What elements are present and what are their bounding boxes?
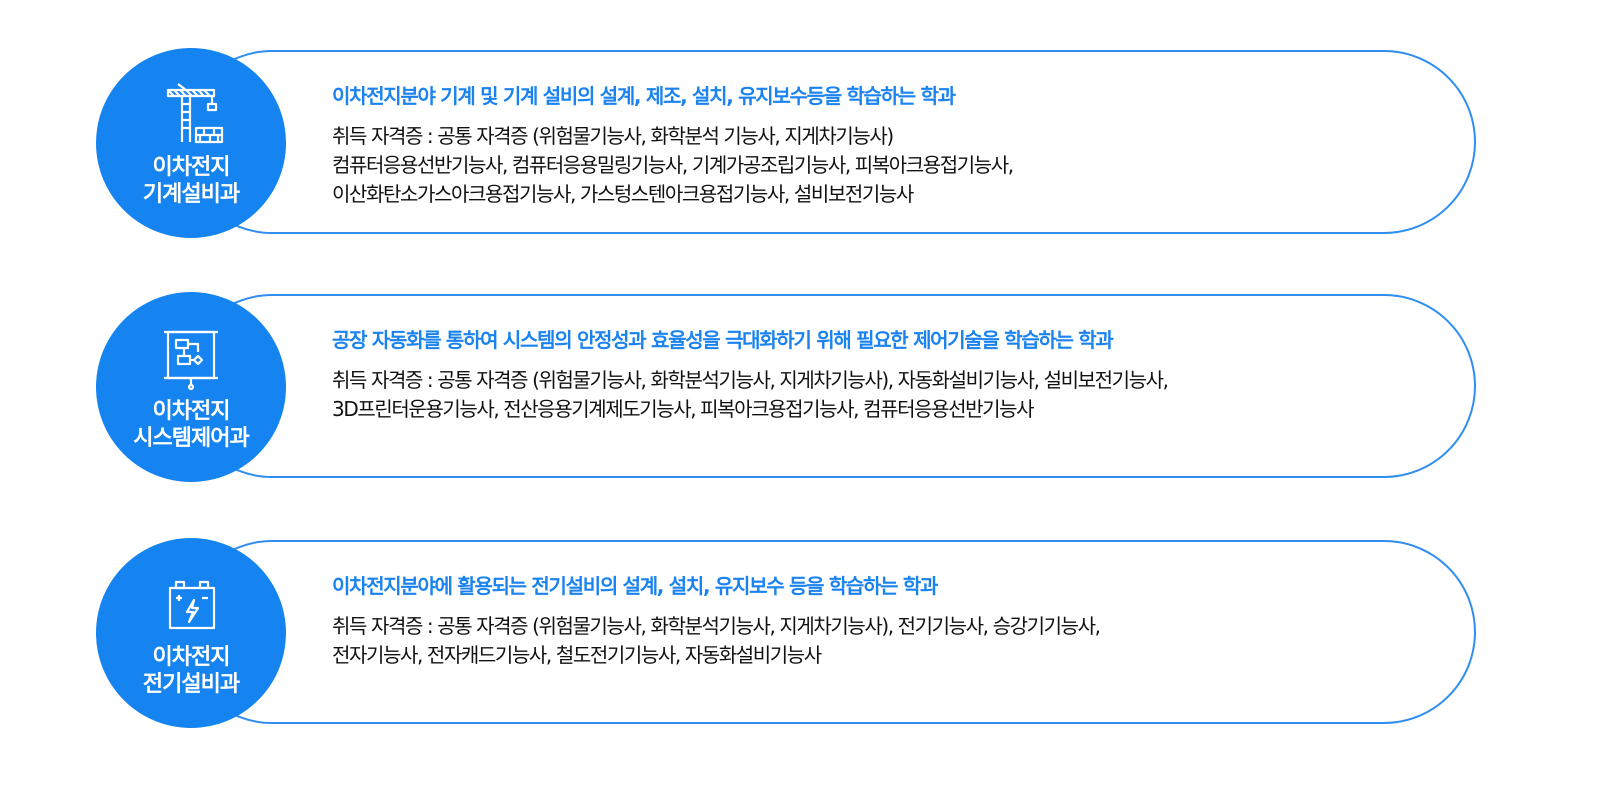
certification-line: 컴퓨터응용선반기능사, 컴퓨터응용밀링기능사, 기계가공조립기능사, 피복아크용… bbox=[332, 153, 1014, 177]
certification-line: 전자기능사, 전자캐드기능사, 철도전기기능사, 자동화설비기능사 bbox=[332, 643, 822, 667]
department-name: 이차전지 시스템제어과 bbox=[133, 399, 249, 451]
department-name: 이차전지 기계설비과 bbox=[142, 155, 240, 207]
department-card-system-control: 공장 자동화를 통하여 시스템의 안정성과 효율성을 극대화하기 위해 필요한 … bbox=[180, 294, 1476, 478]
department-name: 이차전지 전기설비과 bbox=[142, 645, 240, 697]
department-headline: 공장 자동화를 통하여 시스템의 안정성과 효율성을 극대화하기 위해 필요한 … bbox=[332, 328, 1114, 352]
certification-text: 취득 자격증 : 공통 자격증 (위험물기능사, 화학분석기능사, 지게차기능사… bbox=[332, 612, 1101, 670]
department-badge-electrical: 이차전지 전기설비과 bbox=[96, 538, 286, 728]
certification-line: 취득 자격증 : 공통 자격증 (위험물기능사, 화학분석 기능사, 지게차기능… bbox=[332, 124, 894, 148]
certification-text: 취득 자격증 : 공통 자격증 (위험물기능사, 화학분석 기능사, 지게차기능… bbox=[332, 122, 1014, 209]
department-card-electrical: 이차전지분야에 활용되는 전기설비의 설계, 설치, 유지보수 등을 학습하는 … bbox=[180, 540, 1476, 724]
department-badge-mechanical: 이차전지 기계설비과 bbox=[96, 48, 286, 238]
certification-line: 이산화탄소가스아크용접기능사, 가스텅스텐아크용접기능사, 설비보전기능사 bbox=[332, 182, 914, 206]
department-badge-system-control: 이차전지 시스템제어과 bbox=[96, 292, 286, 482]
control-panel-icon bbox=[164, 330, 218, 390]
department-card-mechanical: 이차전지분야 기계 및 기계 설비의 설계, 제조, 설치, 유지보수등을 학습… bbox=[180, 50, 1476, 234]
crane-icon bbox=[166, 83, 224, 144]
certification-line: 취득 자격증 : 공통 자격증 (위험물기능사, 화학분석기능사, 지게차기능사… bbox=[332, 368, 1169, 392]
certification-text: 취득 자격증 : 공통 자격증 (위험물기능사, 화학분석기능사, 지게차기능사… bbox=[332, 366, 1169, 424]
department-headline: 이차전지분야에 활용되는 전기설비의 설계, 설치, 유지보수 등을 학습하는 … bbox=[332, 574, 938, 598]
certification-line: 3D프린터운용기능사, 전산응용기계제도기능사, 피복아크용접기능사, 컴퓨터응… bbox=[332, 397, 1034, 421]
battery-icon bbox=[168, 580, 216, 630]
department-headline: 이차전지분야 기계 및 기계 설비의 설계, 제조, 설치, 유지보수등을 학습… bbox=[332, 84, 956, 108]
certification-line: 취득 자격증 : 공통 자격증 (위험물기능사, 화학분석기능사, 지게차기능사… bbox=[332, 614, 1101, 638]
